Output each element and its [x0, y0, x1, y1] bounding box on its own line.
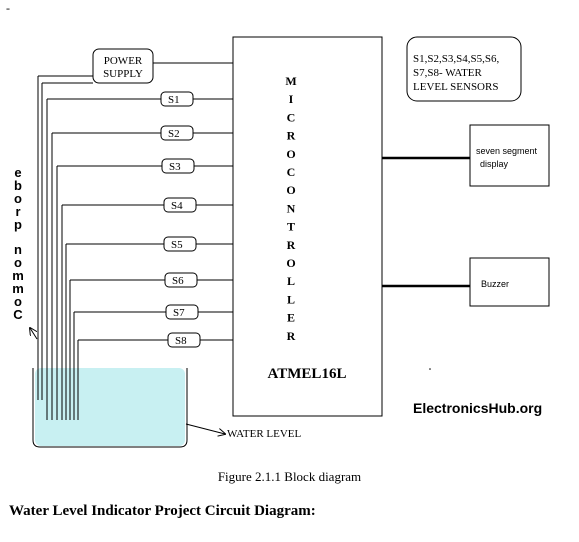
sensor-label: S4	[171, 200, 183, 212]
mc-letter: I	[289, 92, 294, 106]
figure-caption: Figure 2.1.1 Block diagram	[217, 469, 362, 484]
sensor-note-box: S1,S2,S3,S4,S5,S6, S7,S8- WATER LEVEL SE…	[406, 36, 522, 102]
power-label-line2: SUPPLY	[103, 68, 143, 80]
sensor-s2: S2	[51, 125, 233, 420]
mc-letter: R	[287, 238, 296, 252]
water-level-pointer: WATER LEVEL	[185, 423, 302, 440]
sensor-note-line1: S1,S2,S3,S4,S5,S6,	[413, 53, 499, 65]
sensor-label: S7	[173, 307, 185, 319]
probe-letter: o	[14, 191, 22, 206]
sensor-s1: S1	[46, 91, 233, 420]
brand-watermark: ElectronicsHub.org	[413, 400, 542, 416]
mc-letter: R	[287, 329, 296, 343]
sensor-label: S1	[168, 94, 180, 106]
mc-letter: N	[287, 201, 296, 215]
sensor-s4: S4	[61, 197, 233, 420]
sensor-s3: S3	[56, 158, 233, 420]
water-tank	[32, 368, 188, 448]
probe-letter: o	[14, 255, 22, 270]
sensor-label: S2	[168, 128, 180, 140]
sensor-note-line3: LEVEL SENSORS	[413, 81, 498, 93]
stray-dash-mark: -	[6, 1, 10, 15]
sensor-s7: S7	[73, 304, 233, 420]
buzzer-block: Buzzer	[382, 257, 550, 307]
sensor-box	[160, 125, 194, 141]
mc-letter: E	[287, 311, 295, 325]
sensor-box	[165, 304, 199, 320]
sensor-box	[160, 91, 194, 107]
power-supply-block: POWER SUPPLY	[92, 48, 233, 84]
probe-letter: n	[14, 242, 22, 257]
probe-letter: r	[15, 204, 20, 219]
probe-letter: e	[14, 165, 21, 180]
sensor-label: S3	[169, 161, 181, 173]
sensor-box	[161, 158, 195, 174]
sensor-box	[167, 332, 201, 348]
water-level-label: WATER LEVEL	[227, 428, 302, 440]
mc-letter: M	[285, 74, 296, 88]
mc-letter: L	[287, 274, 295, 288]
microcontroller-model: ATMEL16L	[268, 366, 347, 382]
mc-letter: O	[286, 147, 295, 161]
section-heading: Water Level Indicator Project Circuit Di…	[9, 503, 316, 519]
buzzer-label: Buzzer	[481, 279, 509, 289]
sensor-s5: S5	[65, 236, 233, 420]
sensor-label: S8	[175, 335, 187, 347]
stray-dot	[429, 368, 431, 370]
power-label-line1: POWER	[104, 55, 143, 67]
probe-letter: b	[14, 178, 22, 193]
sensor-note-line2: S7,S8- WATER	[413, 67, 483, 79]
probe-letter: p	[14, 217, 22, 232]
sensor-s6: S6	[69, 272, 233, 420]
probe-letter: C	[13, 307, 23, 322]
sensor-box	[163, 197, 197, 213]
mc-letter: O	[286, 183, 295, 197]
mc-letter: R	[287, 129, 296, 143]
sensor-box	[164, 272, 198, 288]
water-fill	[35, 368, 185, 446]
sensor-s8: S8	[77, 332, 233, 420]
sensor-label: S6	[172, 275, 184, 287]
display-label-line2: display	[480, 159, 509, 169]
common-probe-wires	[30, 75, 93, 400]
probe-letter: m	[12, 268, 24, 283]
sensor-label: S5	[171, 239, 183, 251]
mc-letter: C	[287, 165, 296, 179]
mc-letter: C	[287, 110, 296, 124]
sensor-box	[163, 236, 197, 252]
display-label-line1: seven segment	[476, 146, 538, 156]
probe-letter: m	[12, 281, 24, 296]
mc-letter: L	[287, 292, 295, 306]
mc-letter: O	[286, 256, 295, 270]
seven-segment-display-block: seven segment display	[382, 124, 550, 187]
mc-letter: T	[287, 220, 295, 234]
probe-letter: o	[14, 294, 22, 309]
